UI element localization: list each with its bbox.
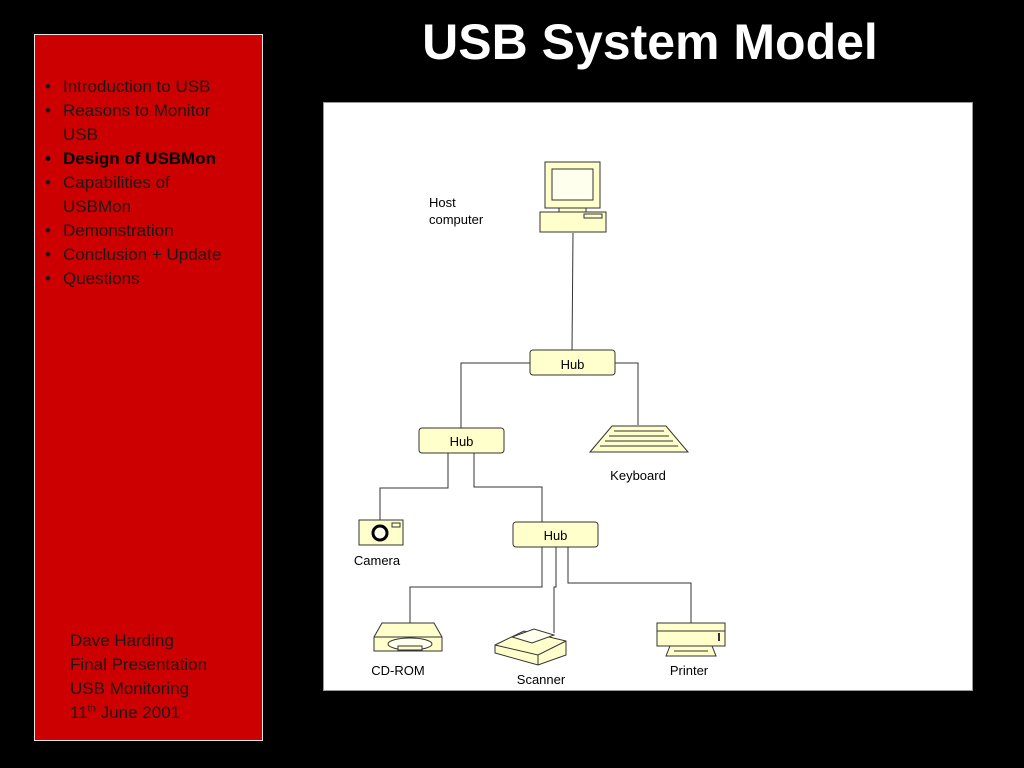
cdrom-icon <box>373 622 443 652</box>
agenda-item-questions: • Questions <box>43 267 258 291</box>
date-day: 11 <box>70 703 88 722</box>
usb-topology-diagram: Host computer Hub Hub Hub Keyboard <box>323 102 973 691</box>
bullet-icon: • <box>45 269 51 288</box>
wire-hub2-to-camera <box>379 453 449 521</box>
agenda-item-conclusion: • Conclusion + Update <box>43 243 258 267</box>
wire-hub1-to-keyboard <box>613 362 639 425</box>
agenda-item-demonstration: • Demonstration <box>43 219 258 243</box>
host-computer-icon <box>539 161 607 233</box>
slide-title: USB System Model <box>422 14 878 70</box>
agenda-item-label: Capabilities of <box>63 173 170 192</box>
diagram-canvas: Host computer Hub Hub Hub Keyboard <box>354 161 726 687</box>
printer-label: Printer <box>670 663 709 678</box>
author-name: Dave Harding <box>70 631 174 650</box>
date-suffix: th <box>87 703 96 715</box>
agenda-item-label: Conclusion + Update <box>63 245 222 264</box>
wire-hub1-to-hub2 <box>460 362 531 429</box>
host-label-line1: Host <box>429 195 456 210</box>
host-label-line2: computer <box>429 212 484 227</box>
date-rest: June 2001 <box>96 703 181 722</box>
bullet-icon: • <box>45 173 51 192</box>
hub-3: Hub <box>512 521 599 548</box>
hub-2-label: Hub <box>450 434 474 449</box>
camera-label: Camera <box>354 553 401 568</box>
connection-lines <box>379 232 692 633</box>
agenda-item-label: Demonstration <box>63 221 174 240</box>
wire-hub2-to-hub3 <box>473 453 543 522</box>
wire-hub3-to-scanner <box>553 547 557 633</box>
keyboard-icon <box>588 425 690 453</box>
agenda-list: • Introduction to USB • Reasons to Monitor… <box>43 75 258 291</box>
wire-hub3-to-cdrom <box>409 547 543 623</box>
agenda-item-label-cont: USB <box>63 125 98 144</box>
bullet-icon: • <box>45 149 51 168</box>
printer-icon <box>656 622 726 657</box>
agenda-item-label: Introduction to USB <box>63 77 211 96</box>
presentation-date: 11th June 2001 <box>70 701 260 725</box>
wire-host-to-hub1 <box>571 232 574 352</box>
agenda-item-introduction: • Introduction to USB <box>43 75 258 99</box>
presentation-info: Dave Harding Final Presentation USB Moni… <box>70 629 260 725</box>
event-name: Final Presentation <box>70 655 208 674</box>
agenda-item-label: Design of USBMon <box>63 149 216 168</box>
agenda-item-capabilities: • Capabilities of USBMon <box>43 171 258 219</box>
topic-name: USB Monitoring <box>70 679 190 698</box>
agenda-sidebar: • Introduction to USB • Reasons to Monitor… <box>34 34 263 741</box>
agenda-item-label: Reasons to Monitor <box>63 101 211 120</box>
agenda-item-label: Questions <box>63 269 140 288</box>
bullet-icon: • <box>45 77 51 96</box>
hub-3-label: Hub <box>544 528 568 543</box>
hub-1-label: Hub <box>561 357 585 372</box>
bullet-icon: • <box>45 101 51 120</box>
hub-2: Hub <box>418 427 505 454</box>
bullet-icon: • <box>45 221 51 240</box>
keyboard-label: Keyboard <box>610 468 666 483</box>
bullet-icon: • <box>45 245 51 264</box>
agenda-item-design: • Design of USBMon <box>43 147 258 171</box>
wire-hub3-to-printer <box>567 547 692 623</box>
scanner-icon <box>494 628 567 666</box>
camera-icon <box>358 519 404 546</box>
scanner-label: Scanner <box>517 672 566 687</box>
cdrom-label: CD-ROM <box>371 663 424 678</box>
agenda-item-label-cont: USBMon <box>63 197 132 216</box>
hub-1: Hub <box>529 349 616 376</box>
